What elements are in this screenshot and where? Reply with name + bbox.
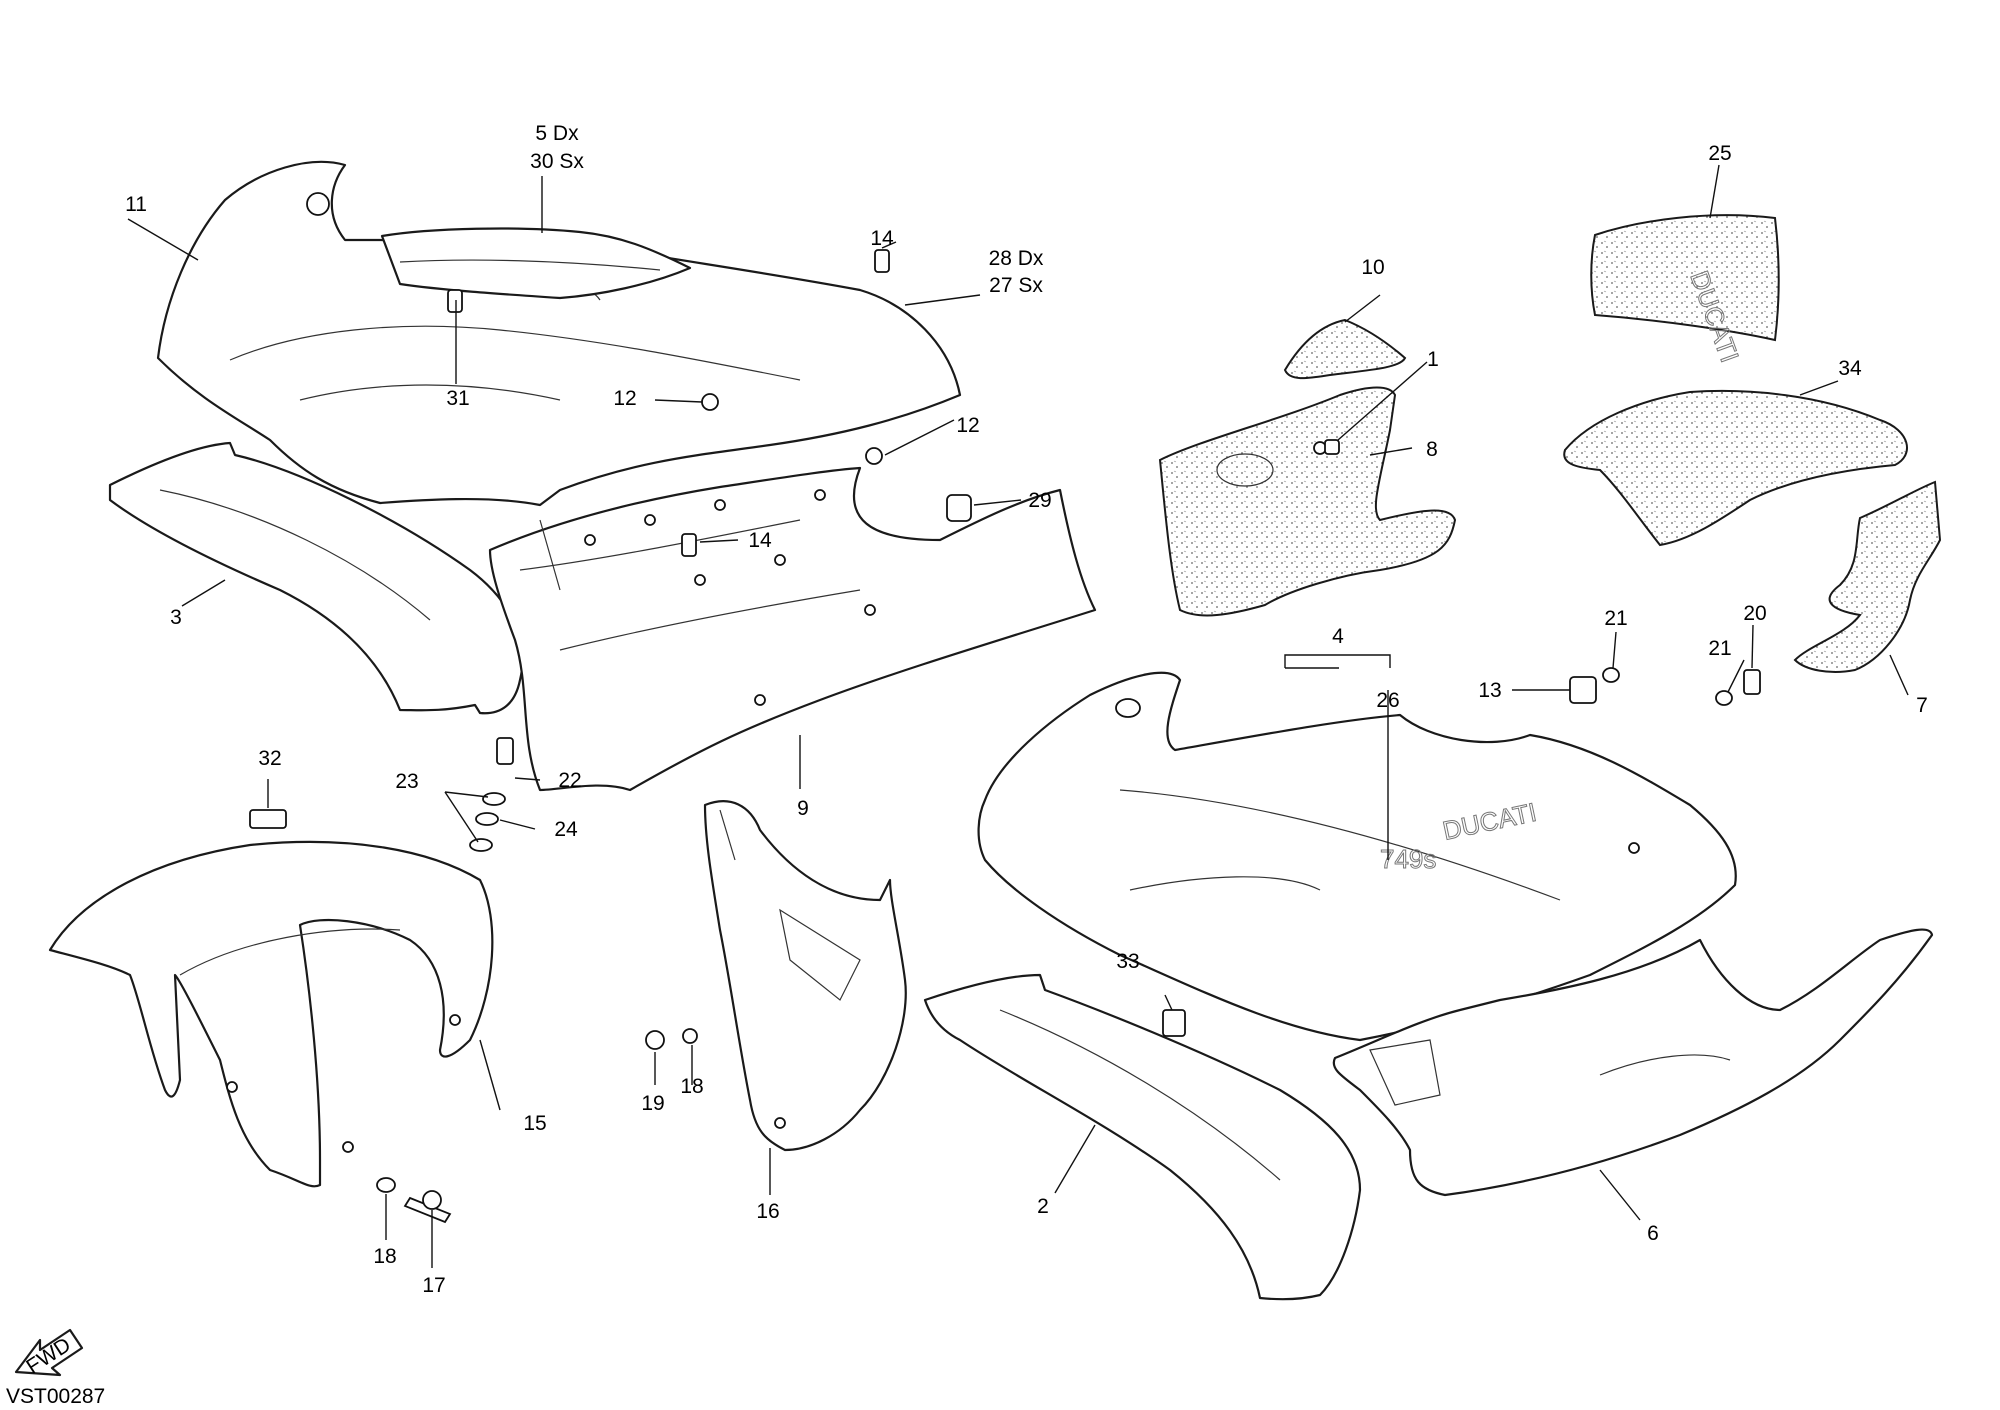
label-7: 7 <box>1916 694 1928 717</box>
label-6: 6 <box>1647 1222 1659 1245</box>
part-19-screw <box>645 1030 665 1050</box>
label-20: 20 <box>1743 602 1766 625</box>
part-18-washer-2 <box>682 1028 698 1044</box>
part-23-washer-2 <box>469 838 493 852</box>
part-11-upper-fairing <box>156 160 962 507</box>
part-18-washer <box>376 1177 396 1193</box>
label-21-a: 21 <box>1604 607 1627 630</box>
part-7-gasket <box>1793 480 1942 673</box>
label-18-b: 18 <box>680 1075 703 1098</box>
part-9-inner-liner <box>488 466 1097 792</box>
part-22-screw <box>496 737 514 765</box>
part-6-belly-pan <box>1332 928 1934 1197</box>
label-26: 26 <box>1376 689 1399 712</box>
label-3: 3 <box>170 606 182 629</box>
label-19: 19 <box>641 1092 664 1115</box>
label-29: 29 <box>1028 489 1051 512</box>
label-14-a: 14 <box>870 227 894 250</box>
part-23-washer <box>482 792 506 806</box>
part-14-screw <box>874 249 890 273</box>
label-23: 23 <box>395 770 418 793</box>
part-24-nut <box>475 812 499 826</box>
label-22: 22 <box>558 769 581 792</box>
label-10: 10 <box>1361 256 1384 279</box>
part-14-screw-2 <box>681 533 697 557</box>
part-20-screw <box>1743 669 1761 695</box>
label-9: 9 <box>797 797 809 820</box>
label-21-b: 21 <box>1708 637 1731 660</box>
part-13-clip <box>1569 676 1597 704</box>
label-30: 30 Sx <box>530 150 584 173</box>
label-12-a: 12 <box>613 387 636 410</box>
label-11: 11 <box>125 193 147 216</box>
part-17-screw-head <box>422 1190 442 1210</box>
label-12-b: 12 <box>956 414 979 437</box>
label-32: 32 <box>258 747 281 770</box>
label-2: 2 <box>1037 1195 1049 1218</box>
part-34-gasket <box>1563 389 1908 547</box>
part-8-gasket <box>1158 386 1457 617</box>
label-4: 4 <box>1332 625 1344 648</box>
part-32-clip <box>249 809 287 829</box>
part-25-tank-pad: DUCATI <box>1590 214 1780 367</box>
part-33-clip <box>1162 1009 1186 1037</box>
model-decal: 749s <box>1380 844 1436 874</box>
label-18-a: 18 <box>373 1245 396 1268</box>
label-17: 17 <box>422 1274 445 1297</box>
label-16: 16 <box>756 1200 779 1223</box>
label-34: 34 <box>1838 357 1862 380</box>
label-28: 28 Dx <box>989 247 1044 270</box>
drawing-code: VST00287 <box>6 1385 105 1408</box>
label-14-b: 14 <box>748 529 772 552</box>
label-13: 13 <box>1478 679 1501 702</box>
label-27: 27 Sx <box>989 274 1043 297</box>
forward-arrow: FWD <box>14 1328 84 1379</box>
part-labels: 11 5 Dx 30 Sx 31 12 12 14 14 28 Dx 27 Sx… <box>125 122 1928 1297</box>
part-5-windscreen <box>380 227 692 300</box>
hardware <box>249 249 1761 1224</box>
label-5: 5 Dx <box>535 122 579 145</box>
part-31-screw <box>447 289 463 313</box>
leader-lines <box>127 164 1909 1268</box>
part-15-mudguard <box>48 840 494 1188</box>
label-31: 31 <box>446 387 469 410</box>
label-33: 33 <box>1116 950 1139 973</box>
label-1: 1 <box>1427 348 1439 371</box>
part-21-washer-2 <box>1715 690 1733 706</box>
part-16-bracket <box>703 800 907 1152</box>
label-15: 15 <box>523 1112 546 1135</box>
part-10-gasket <box>1283 318 1407 380</box>
label-25: 25 <box>1708 142 1731 165</box>
part-1-grommet <box>1324 439 1340 455</box>
part-4-side-fairing: 749s DUCATI <box>977 671 1737 1042</box>
label-24: 24 <box>554 818 578 841</box>
part-29-grommet <box>946 494 972 522</box>
part-12-nut-2 <box>865 447 883 465</box>
part-2-lower-panel <box>923 973 1362 1301</box>
part-21-washer <box>1602 667 1620 683</box>
part-3-side-panel <box>108 441 524 715</box>
part-12-nut <box>701 393 719 411</box>
label-8: 8 <box>1426 438 1438 461</box>
